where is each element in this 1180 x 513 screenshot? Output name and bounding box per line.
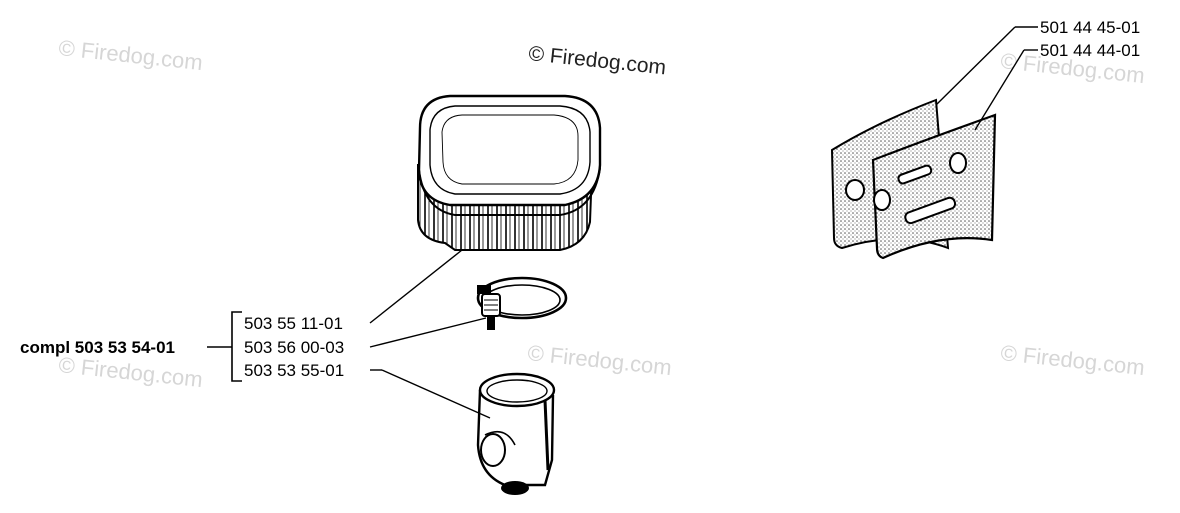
part-label-guide-plate-inner: 501 44 44-01 <box>1040 41 1140 60</box>
part-label-guide-plate-outer: 501 44 45-01 <box>1040 18 1140 37</box>
watermark-main: © Firedog.com <box>527 42 667 79</box>
assembly-bracket <box>231 311 242 382</box>
intake-elbow-illustration <box>476 372 556 495</box>
part-label-intake-elbow: 503 53 55-01 <box>244 361 344 380</box>
watermark-faint: © Firedog.com <box>999 340 1145 380</box>
part-label-hose-clamp: 503 56 00-03 <box>244 338 344 357</box>
leader-lines <box>207 26 1038 419</box>
air-filter-illustration <box>417 94 602 251</box>
hose-clamp-illustration <box>476 276 568 330</box>
watermark-faint: © Firedog.com <box>526 340 672 380</box>
guide-plates-illustration <box>830 98 997 260</box>
part-label-air-filter: 503 55 11-01 <box>244 314 343 333</box>
watermark-faint: © Firedog.com <box>57 352 203 392</box>
watermark-faint: © Firedog.com <box>57 35 203 75</box>
assembly-label: compl 503 53 54-01 <box>20 338 175 357</box>
